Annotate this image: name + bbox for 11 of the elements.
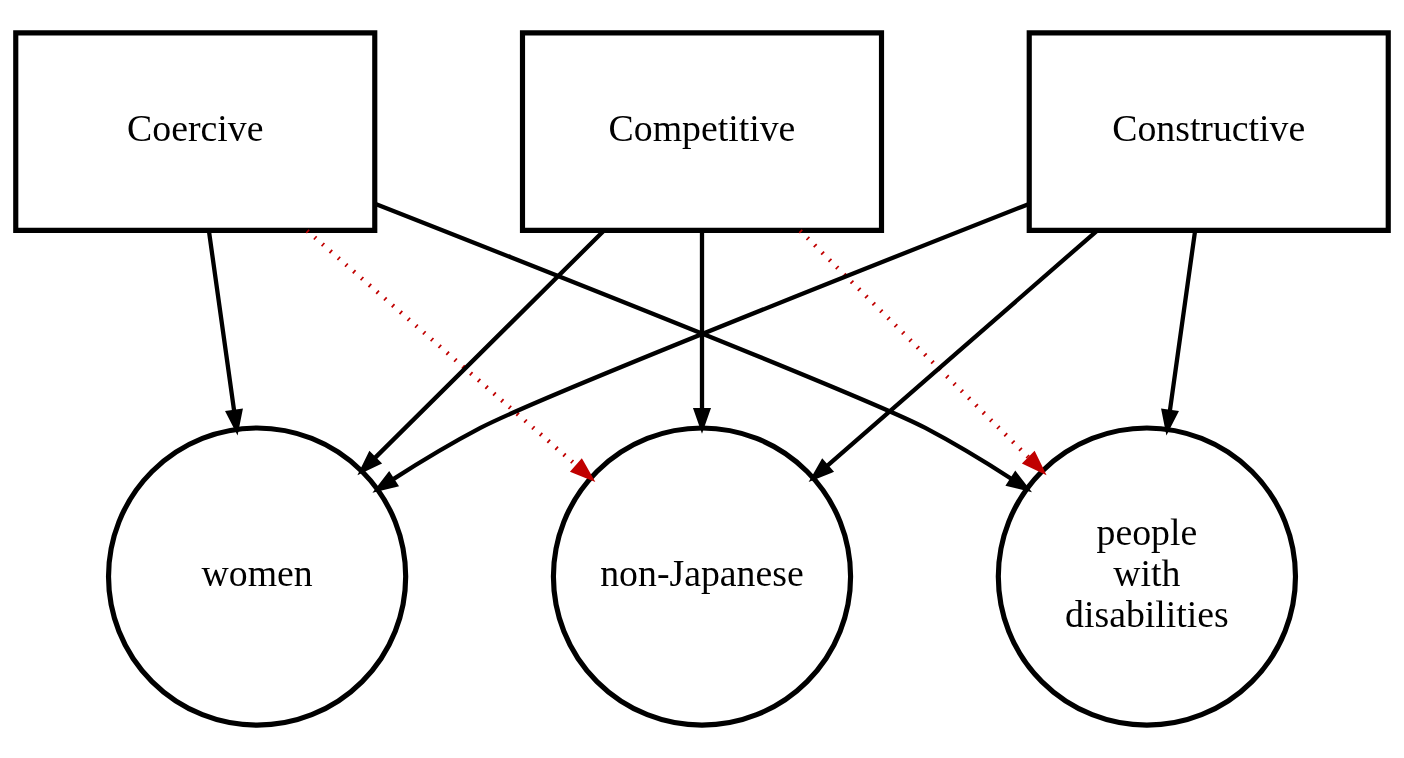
node-box: Competitive <box>519 30 885 233</box>
node-circle: women <box>105 425 409 728</box>
node-circle: non-Japanese <box>550 425 854 728</box>
arrow <box>305 229 596 482</box>
arrow <box>798 229 1047 476</box>
arrow <box>692 230 712 434</box>
arrow <box>1161 230 1198 436</box>
node-box: Constructive <box>1026 30 1391 233</box>
arrow <box>206 230 243 436</box>
node-box: Coercive <box>13 30 378 233</box>
node-circle: people with disabilities <box>995 425 1299 728</box>
